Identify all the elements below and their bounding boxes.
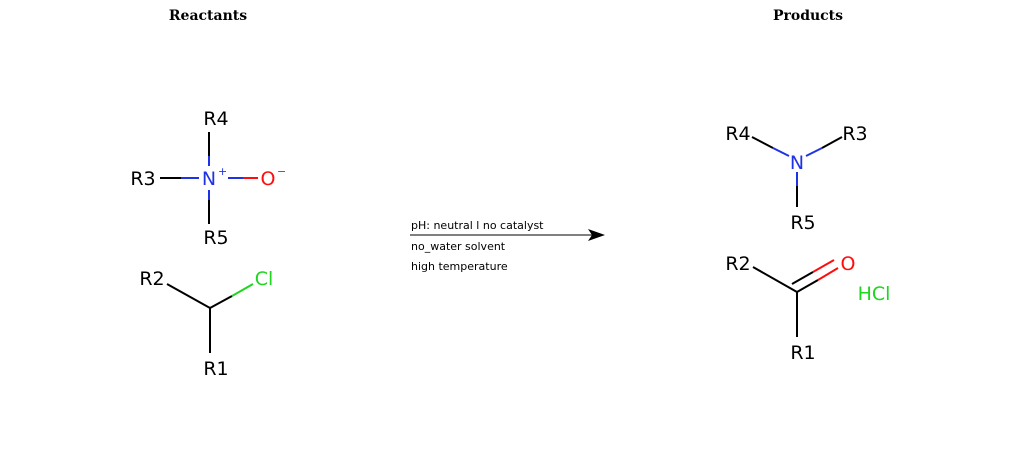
atom-o-minus: O [261,168,276,190]
bond-c-cl-cl-part [231,283,254,297]
condition-solvent: no_water solvent [411,240,506,253]
atom-r3: R3 [842,123,867,145]
bond-c-o-double [791,271,814,285]
atom-r4: R4 [203,108,228,130]
atom-r5: R5 [790,212,815,234]
bond-c-o-double-o-part [812,259,835,273]
atom-r2: R2 [139,268,164,290]
amine-molecule: R4 R3 N R5 [725,123,867,234]
arrow-head [588,229,605,241]
atom-r1: R1 [790,342,815,364]
bond-r2-c [166,283,211,309]
condition-temperature: high temperature [411,260,508,273]
charge-plus: + [218,165,227,178]
atom-cl: Cl [255,268,274,290]
alkyl-chloride-molecule: R2 Cl R1 [139,268,273,380]
carbonyl-molecule: R2 O R1 [725,253,855,364]
amine-oxide-molecule: R4 R3 N + O − R5 [130,108,286,249]
atom-n: N [790,152,804,174]
atom-r5: R5 [203,227,228,249]
bond-n-r3-r-part [821,136,843,149]
products-heading: Products [772,8,844,24]
bond-c-o-single-o-part [817,267,839,281]
atom-r2: R2 [725,253,750,275]
atom-n-plus: N [202,168,216,190]
reaction-arrow [410,229,605,241]
atom-r1: R1 [203,358,228,380]
bond-r2-c [752,266,798,293]
atom-o: O [841,253,856,275]
bond-n-r3 [805,147,823,157]
hcl-molecule: HCl [858,283,891,305]
bond-r4-n-n-part [772,147,790,157]
charge-minus: − [277,165,286,178]
bond-c-cl [209,295,233,309]
condition-ph-catalyst: pH: neutral l no catalyst [411,219,544,232]
atom-r4: R4 [725,123,750,145]
bond-r4-n [751,136,774,149]
reactants-heading: Reactants [168,8,248,24]
bond-c-o-single [796,279,819,293]
atom-r3: R3 [130,168,155,190]
